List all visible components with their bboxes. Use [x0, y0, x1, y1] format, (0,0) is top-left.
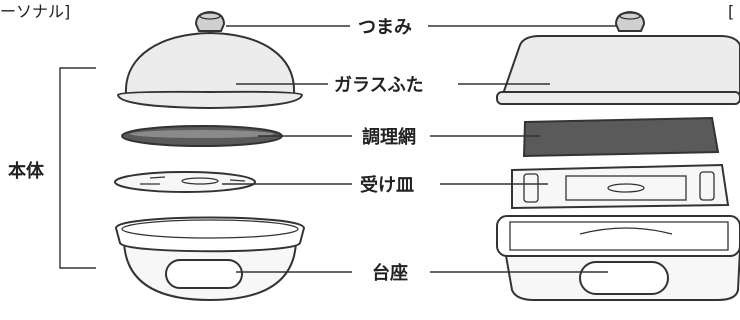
grill-net-label: 調理網: [362, 126, 416, 148]
square-base: [496, 215, 740, 301]
square-drip-tray: [511, 163, 730, 210]
round-knob: [194, 10, 226, 32]
base-label: 台座: [372, 262, 408, 284]
glass-lid-label: ガラスふた: [334, 75, 424, 96]
drip-tray-label: 受け皿: [360, 174, 414, 196]
left-model-heading: ーソナル]: [0, 2, 70, 21]
right-model-heading: [: [728, 2, 734, 21]
body-bracket: [59, 67, 96, 269]
round-grill-net: [121, 125, 283, 147]
square-glass-lid: [496, 35, 740, 105]
round-drip-tray: [114, 171, 256, 193]
round-glass-lid: [116, 31, 304, 110]
knob-label: つまみ: [358, 17, 412, 38]
body-group-label: 本体: [8, 160, 45, 182]
square-knob: [614, 10, 646, 32]
square-grill-net: [522, 116, 720, 158]
round-base: [114, 216, 306, 302]
